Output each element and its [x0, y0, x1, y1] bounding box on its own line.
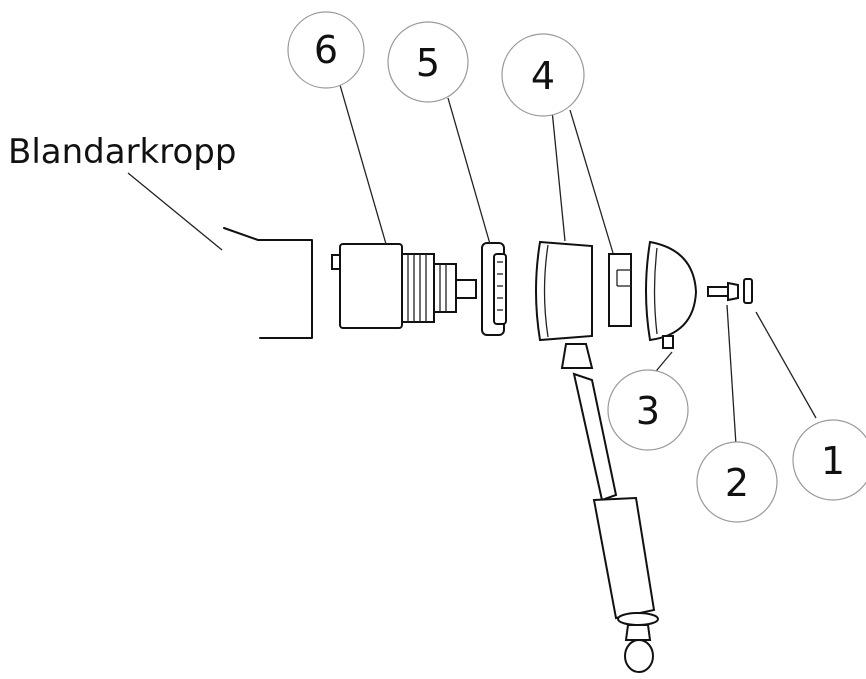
callout-3: 3	[607, 369, 689, 451]
callout-2: 2	[696, 441, 778, 523]
part-3-dome-cap	[645, 240, 698, 349]
leader-line-4b	[569, 109, 614, 254]
callout-1: 1	[792, 419, 866, 501]
body-label: Blandarkropp	[8, 132, 236, 172]
callout-6-number: 6	[314, 28, 338, 72]
part-5-ring-nut	[481, 242, 507, 336]
part-1-cap	[743, 278, 753, 304]
part-4-sleeve	[535, 240, 632, 342]
callout-5: 5	[387, 21, 469, 103]
leader-line-4a	[551, 109, 566, 242]
callout-5-number: 5	[416, 41, 440, 85]
handle-assembly	[560, 343, 659, 673]
leader-line-2	[726, 304, 737, 446]
callout-4-number: 4	[531, 54, 555, 98]
callout-2-number: 2	[725, 461, 749, 505]
leader-line-5	[447, 97, 491, 245]
body-leader-line	[127, 172, 223, 251]
part-6-cartridge	[331, 243, 477, 329]
callout-6: 6	[287, 11, 365, 89]
part-2-screw	[707, 281, 739, 302]
leader-line-6	[339, 84, 387, 245]
callout-4: 4	[501, 33, 585, 117]
callout-3-number: 3	[636, 389, 660, 433]
leader-line-1	[755, 311, 817, 419]
mixer-body	[223, 227, 313, 339]
callout-1-number: 1	[821, 439, 845, 483]
